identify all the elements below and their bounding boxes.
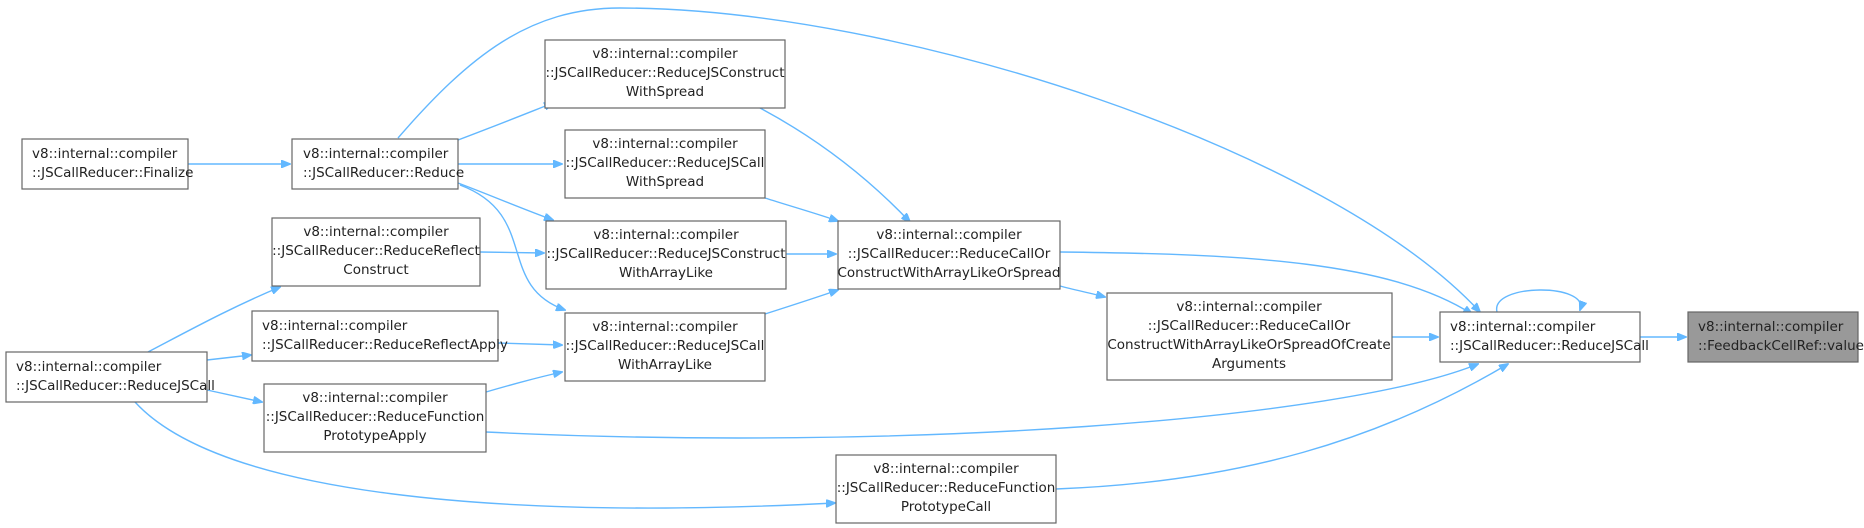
node-reduce-jscall-right[interactable]: v8::internal::compiler ::JSCallReducer::…: [1439, 311, 1649, 363]
node-reduce-call-or-construct-line-1: v8::internal::compiler: [876, 227, 1022, 243]
node-reduce-call-or-construct[interactable]: v8::internal::compiler ::JSCallReducer::…: [837, 220, 1061, 290]
node-reduce-function-prototype-apply-line-2: ::JSCallReducer::ReduceFunction: [266, 409, 485, 425]
edge-call-or-construct-to-create-args: [1059, 285, 1105, 297]
node-feedback-cell-ref-value-line-2: ::FeedbackCellRef::value: [1698, 338, 1864, 354]
edge-reduce-to-jscall-right: [397, 7, 1480, 312]
node-reduce-reflect-apply[interactable]: v8::internal::compiler ::JSCallReducer::…: [251, 310, 508, 362]
edge-function-prototype-apply-to-jscall-with-arraylike: [485, 372, 562, 393]
node-reduce-call-or-construct-line-3: ConstructWithArrayLikeOrSpread: [837, 265, 1060, 281]
node-reduce-jsconstruct-with-arraylike[interactable]: v8::internal::compiler ::JSCallReducer::…: [545, 220, 787, 290]
node-reduce-jscall-left[interactable]: v8::internal::compiler ::JSCallReducer::…: [5, 351, 215, 403]
edge-jscall-with-arraylike-to-call-or-construct: [764, 290, 838, 315]
node-reduce-jscall-with-spread[interactable]: v8::internal::compiler ::JSCallReducer::…: [564, 129, 766, 199]
node-reduce[interactable]: v8::internal::compiler ::JSCallReducer::…: [291, 138, 464, 190]
node-reduce-jscall-with-spread-line-3: WithSpread: [626, 174, 704, 190]
node-reduce-reflect-construct[interactable]: v8::internal::compiler ::JSCallReducer::…: [271, 217, 481, 287]
node-reduce-jsconstruct-with-spread-line-1: v8::internal::compiler: [592, 46, 738, 62]
edge-jsconstruct-with-spread-to-call-or-construct: [759, 107, 910, 222]
edge-function-prototype-apply-to-jscall-right: [485, 364, 1478, 439]
node-reduce-jsconstruct-with-spread-line-2: ::JSCallReducer::ReduceJSConstruct: [545, 65, 784, 81]
node-reduce-function-prototype-call[interactable]: v8::internal::compiler ::JSCallReducer::…: [835, 454, 1057, 524]
edge-jscall-with-spread-to-call-or-construct: [764, 197, 838, 221]
node-feedback-cell-ref-value[interactable]: v8::internal::compiler ::FeedbackCellRef…: [1687, 311, 1864, 363]
node-reduce-call-or-construct-line-2: ::JSCallReducer::ReduceCallOr: [848, 246, 1051, 262]
node-reduce-call-or-construct-create-args-line-2: ::JSCallReducer::ReduceCallOr: [1148, 318, 1351, 334]
node-reduce-jscall-with-spread-line-2: ::JSCallReducer::ReduceJSCall: [566, 155, 765, 171]
edge-reflect-apply-to-jscall-with-arraylike: [497, 343, 562, 345]
node-reduce-jscall-with-spread-line-1: v8::internal::compiler: [592, 136, 738, 152]
edge-reduce-to-jscall-with-arraylike: [459, 184, 565, 310]
node-reduce-jscall-left-line-2: ::JSCallReducer::ReduceJSCall: [16, 378, 215, 394]
node-reduce-function-prototype-apply-line-3: PrototypeApply: [323, 428, 426, 444]
node-reduce-jscall-right-line-2: ::JSCallReducer::ReduceJSCall: [1450, 338, 1649, 354]
node-reduce-reflect-construct-line-3: Construct: [343, 262, 408, 278]
node-reduce-function-prototype-call-line-3: PrototypeCall: [901, 499, 991, 515]
node-reduce-call-or-construct-create-args[interactable]: v8::internal::compiler ::JSCallReducer::…: [1106, 292, 1393, 381]
node-reduce-jscall-with-arraylike-line-1: v8::internal::compiler: [592, 319, 738, 335]
node-reduce-jscall-right-line-1: v8::internal::compiler: [1450, 319, 1596, 335]
node-finalize-line-1: v8::internal::compiler: [32, 146, 178, 162]
node-reduce-function-prototype-call-line-1: v8::internal::compiler: [873, 461, 1019, 477]
node-reduce-function-prototype-call-line-2: ::JSCallReducer::ReduceFunction: [837, 480, 1056, 496]
node-reduce-jscall-with-arraylike-line-3: WithArrayLike: [618, 357, 712, 373]
edge-reduce-to-jsconstruct-with-arraylike: [457, 182, 553, 220]
node-reduce-reflect-construct-line-2: ::JSCallReducer::ReduceReflect: [272, 243, 480, 259]
node-reduce-jsconstruct-with-spread-line-3: WithSpread: [626, 84, 704, 100]
edge-function-prototype-call-to-jscall-right: [1055, 364, 1508, 490]
edge-jscall-left-to-reflect-apply: [206, 355, 251, 361]
node-finalize-line-2: ::JSCallReducer::Finalize: [32, 165, 193, 181]
node-reduce-jsconstruct-with-spread[interactable]: v8::internal::compiler ::JSCallReducer::…: [544, 39, 786, 109]
node-reduce-function-prototype-apply[interactable]: v8::internal::compiler ::JSCallReducer::…: [263, 383, 487, 453]
node-reduce-line-1: v8::internal::compiler: [303, 146, 449, 162]
edge-call-or-construct-to-jscall-right: [1059, 251, 1472, 314]
node-reduce-jscall-left-line-1: v8::internal::compiler: [16, 359, 162, 375]
edge-jscall-left-to-function-prototype-call: [134, 401, 835, 509]
edge-jscall-left-to-reflect-construct: [147, 287, 280, 353]
node-reduce-reflect-apply-line-2: ::JSCallReducer::ReduceReflectApply: [262, 337, 508, 353]
edges: [134, 7, 1686, 509]
nodes: v8::internal::compiler ::JSCallReducer::…: [5, 39, 1864, 524]
node-reduce-call-or-construct-create-args-line-4: Arguments: [1212, 356, 1286, 372]
edge-jscall-left-to-function-prototype-apply: [206, 389, 262, 402]
node-reduce-line-2: ::JSCallReducer::Reduce: [303, 165, 464, 181]
node-reduce-jscall-with-arraylike-line-2: ::JSCallReducer::ReduceJSCall: [566, 338, 765, 354]
node-reduce-reflect-construct-line-1: v8::internal::compiler: [303, 224, 449, 240]
node-reduce-reflect-apply-line-1: v8::internal::compiler: [262, 318, 408, 334]
node-reduce-jsconstruct-with-arraylike-line-3: WithArrayLike: [619, 265, 713, 281]
node-finalize[interactable]: v8::internal::compiler ::JSCallReducer::…: [21, 138, 193, 190]
node-reduce-call-or-construct-create-args-line-1: v8::internal::compiler: [1176, 299, 1322, 315]
node-feedback-cell-ref-value-line-1: v8::internal::compiler: [1698, 319, 1844, 335]
node-reduce-jsconstruct-with-arraylike-line-1: v8::internal::compiler: [593, 227, 739, 243]
node-reduce-jsconstruct-with-arraylike-line-2: ::JSCallReducer::ReduceJSConstruct: [546, 246, 785, 262]
edge-reflect-construct-to-jsconstruct-with-arraylike: [479, 252, 544, 253]
node-reduce-jscall-with-arraylike[interactable]: v8::internal::compiler ::JSCallReducer::…: [564, 312, 766, 382]
edge-jscall-right-self-loop: [1496, 289, 1581, 312]
edge-reduce-to-jsconstruct-with-spread: [457, 103, 553, 141]
node-reduce-function-prototype-apply-line-1: v8::internal::compiler: [302, 390, 448, 406]
node-reduce-call-or-construct-create-args-line-3: ConstructWithArrayLikeOrSpreadOfCreate: [1107, 337, 1390, 353]
